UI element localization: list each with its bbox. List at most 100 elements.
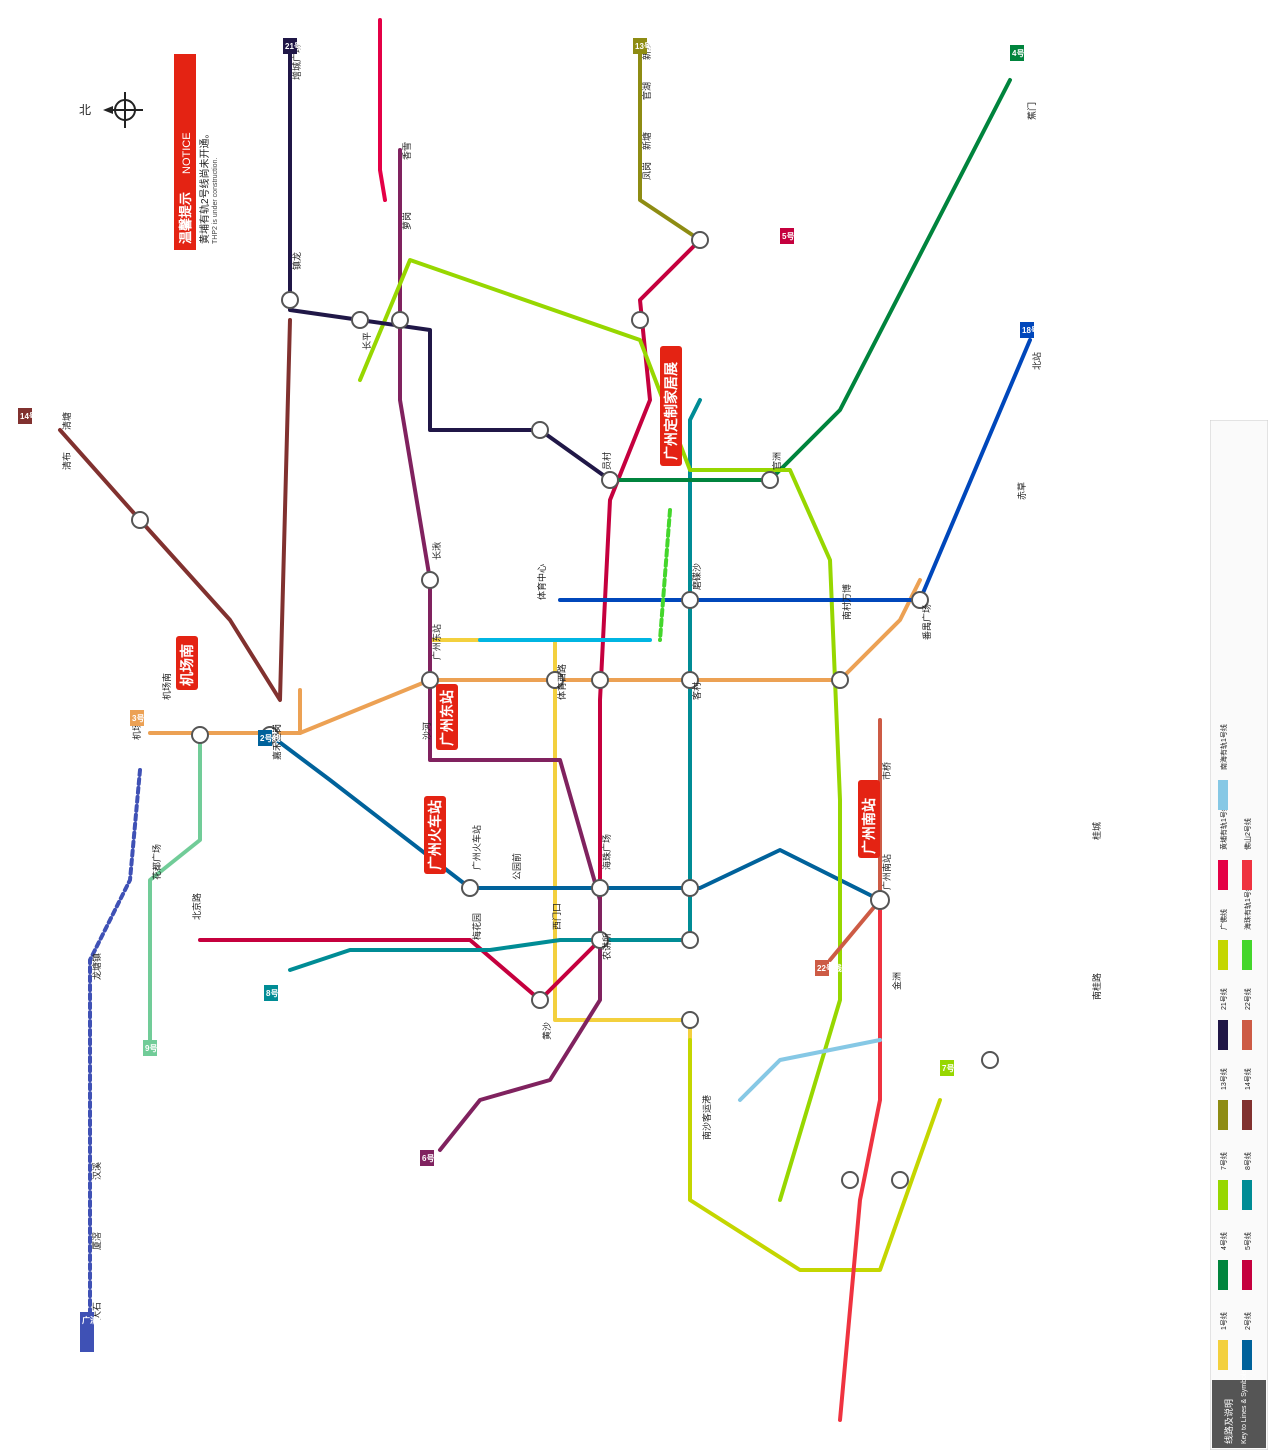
station-label[interactable]: 体育中心 (536, 564, 547, 600)
station-label[interactable]: 广州南站 (881, 854, 892, 890)
guangzhou-rail-callout[interactable]: 广州火车站 (424, 796, 446, 874)
station-label[interactable]: 磨碟沙 (692, 563, 702, 590)
airport-south-callout[interactable]: 机场南 (176, 636, 198, 690)
station-label[interactable]: 员村 (601, 452, 612, 470)
notice-title: 温馨提示 (178, 192, 193, 244)
station-node[interactable] (891, 1171, 909, 1189)
station-label[interactable]: 沙河 (421, 722, 432, 740)
station-node[interactable] (911, 591, 929, 609)
station-node[interactable] (601, 471, 619, 489)
station-label[interactable]: 海珠广场 (601, 834, 612, 870)
station-node[interactable] (421, 671, 439, 689)
station-node[interactable] (841, 1171, 859, 1189)
station-label[interactable]: 桂城 (1091, 822, 1102, 840)
compass: 北 (79, 92, 143, 128)
station-label[interactable]: 南村万博 (841, 584, 852, 620)
station-label[interactable]: 南桂路 (1091, 973, 1102, 1000)
svg-text:广州定制家居展: 广州定制家居展 (663, 362, 679, 460)
station-label[interactable]: 清塘 (61, 412, 72, 430)
station-label[interactable]: 赤草 (1016, 482, 1027, 500)
station-node[interactable] (681, 879, 699, 897)
station-label[interactable]: 广州东站 (431, 624, 442, 660)
guangzhou-south-callout[interactable]: 广州南站 (858, 780, 880, 858)
line-badge[interactable]: 3号线 (130, 710, 152, 726)
station-label[interactable]: 汉溪 (91, 1162, 102, 1180)
station-node[interactable] (681, 671, 699, 689)
station-label[interactable]: 客村 (691, 682, 702, 700)
station-node[interactable] (681, 931, 699, 949)
station-label[interactable]: 增城广场 (291, 44, 302, 80)
station-node[interactable] (531, 421, 549, 439)
station-label[interactable]: 机场北 (131, 713, 142, 740)
station-label[interactable]: 市桥 (881, 762, 892, 780)
station-node[interactable] (591, 671, 609, 689)
station-node[interactable] (870, 890, 890, 910)
line-badge[interactable]: 21号线 (283, 38, 310, 54)
station-label[interactable]: 北京路 (191, 893, 202, 920)
station-node[interactable] (546, 671, 564, 689)
line-badge[interactable]: 7号线 (940, 1060, 962, 1076)
station-node[interactable] (631, 311, 649, 329)
station-node[interactable] (351, 311, 369, 329)
line-badge[interactable]: 9号线 (143, 1040, 165, 1056)
station-node[interactable] (761, 471, 779, 489)
station-node[interactable] (681, 1011, 699, 1029)
station-label[interactable]: 广州火车站 (471, 825, 482, 870)
station-label[interactable]: 龙塘镇 (91, 953, 102, 980)
line-badge[interactable]: 18号线 (1020, 322, 1047, 338)
line-14-path (58, 318, 292, 702)
station-label[interactable]: 体育西路 (556, 664, 567, 700)
station-label[interactable]: 花都广场 (151, 844, 162, 880)
station-label[interactable]: 官洲 (771, 452, 782, 470)
station-node[interactable] (831, 671, 849, 689)
line-badge[interactable]: 14号线 (18, 408, 45, 424)
station-label[interactable]: 厦滘 (92, 1232, 102, 1250)
station-label[interactable]: 镇龙 (291, 252, 302, 270)
station-label[interactable]: 公园前 (511, 853, 522, 880)
line-badge[interactable]: 广清城际 (80, 1312, 114, 1352)
station-label[interactable]: 西门口 (551, 903, 562, 930)
station-label[interactable]: 梅花园 (471, 913, 482, 940)
station-label[interactable]: 农讲所 (601, 933, 612, 960)
line-badge[interactable]: 8号线 (264, 985, 286, 1001)
station-node[interactable] (391, 311, 409, 329)
station-label[interactable]: 清布 (61, 452, 72, 470)
legend-line-label: 南海有轨1号线 (1219, 724, 1228, 770)
station-label[interactable]: 长湫 (431, 542, 442, 560)
station-label[interactable]: 金洲 (891, 972, 902, 990)
station-node[interactable] (191, 726, 209, 744)
svg-text:广州东站: 广州东站 (439, 690, 455, 746)
line-badge[interactable]: 2号线 (258, 730, 280, 746)
station-label[interactable]: 官湖 (641, 82, 652, 100)
station-label[interactable]: 萝岗 (402, 212, 412, 230)
station-node[interactable] (681, 591, 699, 609)
station-node[interactable] (461, 879, 479, 897)
station-node[interactable] (281, 291, 299, 309)
line-badge[interactable]: 13号线 (633, 38, 660, 54)
station-node[interactable] (131, 511, 149, 529)
station-node[interactable] (531, 991, 549, 1009)
station-label[interactable]: 香雪 (402, 142, 412, 160)
station-node[interactable] (591, 931, 609, 949)
line-badge[interactable]: 6号线 (420, 1150, 442, 1166)
station-node[interactable] (591, 879, 609, 897)
station-node[interactable] (691, 231, 709, 249)
station-label[interactable]: 南沙客运港 (701, 1095, 712, 1140)
station-label[interactable]: 黄沙 (541, 1022, 552, 1040)
station-label[interactable]: 机场南 (161, 673, 172, 700)
station-label[interactable]: 大石 (91, 1302, 102, 1320)
station-label[interactable]: 嘉禾望岗 (271, 724, 282, 760)
line-badge[interactable]: 22号线 (815, 960, 842, 976)
station-label[interactable]: 新塘 (641, 132, 652, 150)
station-node[interactable] (981, 1051, 999, 1069)
expo-callout[interactable]: 广州定制家居展 (660, 346, 682, 466)
station-label[interactable]: 凤岗 (642, 162, 652, 180)
guangzhou-east-callout[interactable]: 广州东站 (436, 684, 458, 750)
station-node[interactable] (421, 571, 439, 589)
station-label[interactable]: 长平 (361, 332, 372, 350)
line-badge[interactable]: 4号线 (1010, 45, 1032, 61)
line-badge[interactable]: 5号线 (780, 228, 802, 244)
station-label[interactable]: 北站 (1031, 352, 1042, 370)
station-label[interactable]: 番禺广场 (921, 604, 932, 640)
station-label[interactable]: 蕉门 (1026, 102, 1037, 120)
